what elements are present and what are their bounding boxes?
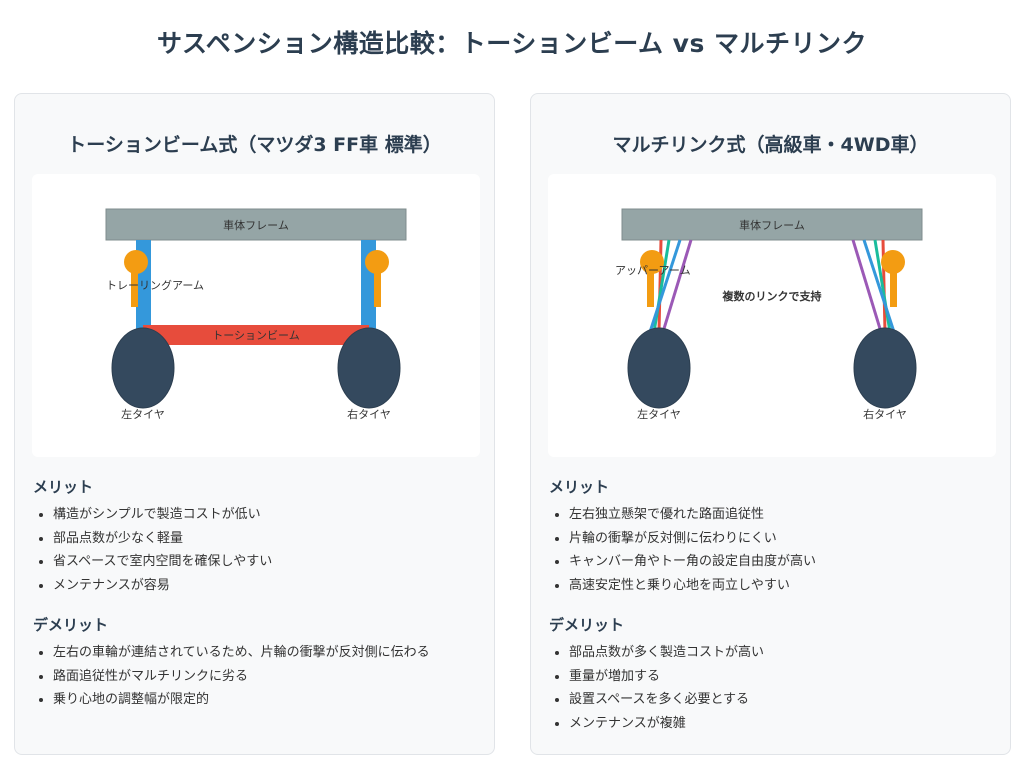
- multilink-merit-list: 左右独立懸架で優れた路面追従性 片輪の衝撃が反対側に伝わりにくい キャンバー角や…: [549, 503, 816, 597]
- multilink-diagram: 車体フレーム アッパーアーム 複数のリンクで支持: [548, 174, 996, 457]
- list-item: 省スペースで室内空間を確保しやすい: [53, 550, 272, 574]
- torsion-merit-heading: メリット: [33, 478, 94, 496]
- list-item: 左右独立懸架で優れた路面追従性: [569, 503, 816, 527]
- multilink-left-knuckle: [640, 250, 664, 274]
- list-item: メンテナンスが複雑: [569, 712, 764, 736]
- list-item: 左右の車輪が連結されているため、片輪の衝撃が反対側に伝わる: [53, 641, 430, 665]
- multilink-left-link-blue: [648, 239, 682, 333]
- multilink-left-link-purple: [661, 239, 693, 333]
- multilink-right-tire: [853, 327, 917, 409]
- multilink-left-knuckle-stem: [647, 262, 654, 307]
- page-title: サスペンション構造比較：トーションビーム vs マルチリンク: [156, 29, 868, 58]
- torsion-card-title: トーションビーム式（マツダ3 FF車 標準）: [67, 134, 442, 156]
- torsion-right-knuckle: [365, 250, 389, 274]
- multilink-left-tire-label: 左タイヤ: [637, 408, 681, 421]
- torsion-demerit-list: 左右の車輪が連結されているため、片輪の衝撃が反対側に伝わる 路面追従性がマルチリ…: [33, 641, 430, 712]
- multilink-frame-bar: [621, 208, 923, 241]
- multilink-left-tire: [627, 327, 691, 409]
- list-item: 路面追従性がマルチリンクに劣る: [53, 665, 430, 689]
- list-item: 片輪の衝撃が反対側に伝わりにくい: [569, 527, 816, 551]
- list-item: 構造がシンプルで製造コストが低い: [53, 503, 272, 527]
- torsion-diagram: 車体フレーム トーションビーム トレーリングアーム 左タイヤ 右タイヤ: [32, 174, 480, 457]
- multilink-card: マルチリンク式（高級車・4WD車） 車体フレーム: [530, 93, 1011, 755]
- torsion-frame-bar: [105, 208, 407, 241]
- list-item: 部品点数が少なく軽量: [53, 527, 272, 551]
- multilink-right-knuckle: [881, 250, 905, 274]
- multilink-diagram-svg: 車体フレーム アッパーアーム 複数のリンクで支持: [615, 208, 923, 421]
- multilink-demerit-heading: デメリット: [549, 616, 625, 634]
- list-item: メンテナンスが容易: [53, 574, 272, 598]
- multilink-frame-label: 車体フレーム: [739, 218, 805, 232]
- list-item: 重量が増加する: [569, 665, 764, 689]
- torsion-left-knuckle: [124, 250, 148, 274]
- list-item: 高速安定性と乗り心地を両立しやすい: [569, 574, 816, 598]
- torsion-beam-bar: [143, 325, 369, 345]
- list-item: キャンバー角やトー角の設定自由度が高い: [569, 550, 816, 574]
- multilink-right-knuckle-stem: [890, 262, 897, 307]
- torsion-left-knuckle-stem: [131, 262, 138, 307]
- torsion-beam-label: トーションビーム: [212, 329, 299, 342]
- list-item: 部品点数が多く製造コストが高い: [569, 641, 764, 665]
- torsion-right-tire: [337, 327, 401, 409]
- multilink-arm-label: アッパーアーム: [615, 264, 691, 277]
- torsion-left-tire: [111, 327, 175, 409]
- multilink-center-label: 複数のリンクで支持: [722, 289, 822, 303]
- multilink-demerit-list: 部品点数が多く製造コストが高い 重量が増加する 設置スペースを多く必要とする メ…: [549, 641, 764, 735]
- torsion-arm-label: トレーリングアーム: [106, 278, 204, 292]
- list-item: 乗り心地の調整幅が限定的: [53, 688, 430, 712]
- multilink-right-tire-label: 右タイヤ: [863, 407, 907, 421]
- torsion-left-tire-label: 左タイヤ: [121, 408, 165, 421]
- torsion-right-knuckle-stem: [374, 262, 381, 307]
- torsion-frame-label: 車体フレーム: [223, 218, 289, 232]
- multilink-merit-heading: メリット: [549, 478, 610, 496]
- torsion-merit-list: 構造がシンプルで製造コストが低い 部品点数が少なく軽量 省スペースで室内空間を確…: [33, 503, 272, 597]
- torsion-beam-card: トーションビーム式（マツダ3 FF車 標準） 車体フレーム トーションビーム ト…: [14, 93, 495, 755]
- torsion-diagram-svg: 車体フレーム トーションビーム トレーリングアーム 左タイヤ 右タイヤ: [105, 208, 407, 421]
- list-item: 設置スペースを多く必要とする: [569, 688, 764, 712]
- torsion-right-tire-label: 右タイヤ: [347, 407, 391, 421]
- torsion-demerit-heading: デメリット: [33, 616, 109, 634]
- multilink-right-link-blue: [862, 239, 896, 333]
- multilink-right-link-purple: [851, 239, 883, 333]
- multilink-card-title: マルチリンク式（高級車・4WD車）: [612, 134, 929, 156]
